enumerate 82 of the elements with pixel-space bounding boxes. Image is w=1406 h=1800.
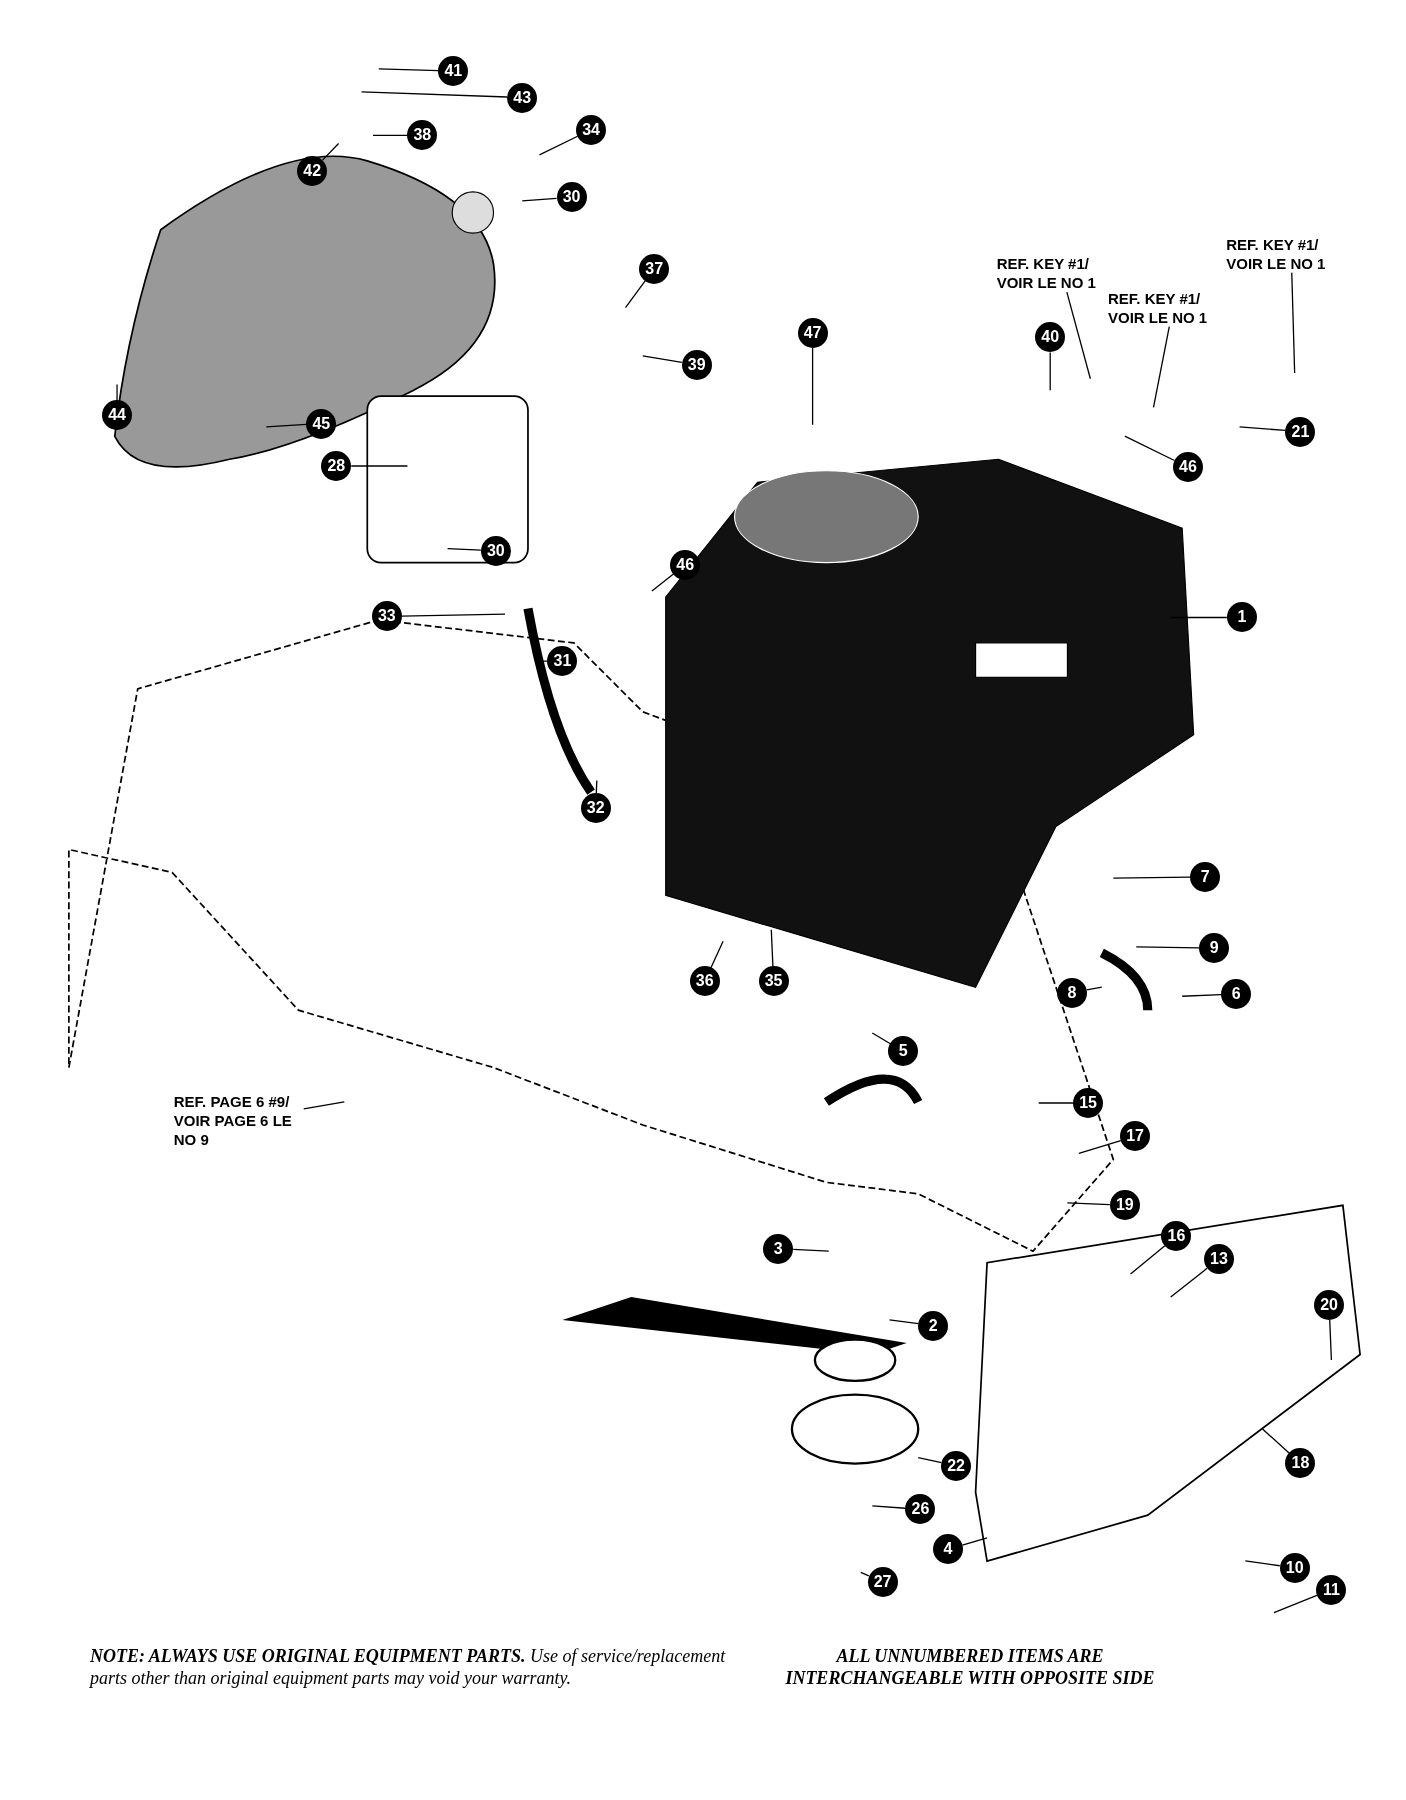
- callout-number: 39: [681, 350, 712, 380]
- reference-note: REF. PAGE 6 #9/ VOIR PAGE 6 LE NO 9: [173, 1091, 304, 1149]
- reference-note: REF. KEY #1/ VOIR LE NO 1: [1226, 234, 1357, 273]
- callout-number: 27: [867, 1566, 898, 1597]
- leader-line: [1086, 986, 1103, 991]
- leader-line: [360, 91, 508, 98]
- leader-line: [1170, 616, 1228, 619]
- leader-line: [303, 1101, 345, 1110]
- callout-number: 16: [1161, 1221, 1192, 1252]
- callout-number: 8: [1057, 977, 1087, 1008]
- callout-number: 7: [1190, 861, 1221, 892]
- callout-number: 10: [1279, 1552, 1310, 1583]
- leader-line: [521, 197, 558, 202]
- note-text: ALL UNNUMBERED ITEMS ARE INTERCHANGEABLE WITH OPPOSITE SIDE: [784, 1645, 1156, 1689]
- leader-line: [860, 1571, 870, 1577]
- callout-number: 37: [639, 253, 670, 284]
- leader-line: [1112, 876, 1191, 879]
- callout-number: 9: [1199, 933, 1230, 964]
- leader-line: [1244, 1560, 1281, 1567]
- leader-line: [321, 142, 340, 161]
- callout-number: 46: [1172, 452, 1203, 483]
- leader-line: [624, 280, 646, 309]
- leader-line: [595, 779, 598, 794]
- callout-number: 17: [1120, 1121, 1151, 1152]
- leader-line: [1124, 435, 1176, 462]
- callout-number: 40: [1035, 322, 1066, 353]
- leader-line: [1273, 1594, 1319, 1614]
- callout-number: 30: [556, 182, 587, 213]
- leader-line: [1261, 1428, 1290, 1454]
- callout-number: 1: [1226, 602, 1257, 633]
- leader-line: [888, 1319, 919, 1325]
- callout-number: 33: [371, 601, 402, 632]
- callout-number: 22: [941, 1450, 972, 1481]
- leader-line: [1129, 1245, 1166, 1275]
- callout-number: 4: [933, 1534, 964, 1565]
- leader-line: [871, 1505, 907, 1509]
- callout-number: 43: [507, 82, 538, 113]
- leader-line: [401, 613, 506, 617]
- callout-number: 38: [407, 120, 438, 151]
- leader-line: [1066, 291, 1091, 380]
- leader-line: [917, 1457, 943, 1464]
- leader-line: [651, 573, 675, 592]
- leader-line: [1078, 1140, 1122, 1155]
- callout-number: 41: [438, 56, 469, 87]
- leader-line: [265, 423, 308, 428]
- leader-line: [538, 135, 579, 156]
- callout-number: 21: [1285, 416, 1316, 447]
- leader-line: [710, 940, 724, 969]
- leader-line: [1291, 272, 1296, 374]
- callout-number: 6: [1221, 978, 1252, 1009]
- leader-line: [350, 465, 409, 467]
- callout-number: 11: [1316, 1574, 1347, 1605]
- leader-line: [871, 1032, 891, 1045]
- callout-number: 2: [918, 1310, 949, 1341]
- callout-number: 3: [763, 1233, 794, 1264]
- leader-line: [446, 548, 482, 551]
- leader-line: [1238, 426, 1287, 432]
- leader-line: [1181, 993, 1222, 997]
- leader-line: [116, 383, 118, 402]
- callout-number: 19: [1109, 1190, 1140, 1221]
- leader-line: [1038, 1102, 1074, 1104]
- leader-line: [1152, 325, 1170, 409]
- leader-line: [961, 1537, 988, 1546]
- leader-line: [1066, 1202, 1111, 1206]
- callout-number: 26: [905, 1494, 936, 1525]
- leader-line: [642, 355, 683, 364]
- leader-line: [1170, 1267, 1208, 1298]
- callout-number: 34: [576, 114, 607, 145]
- leader-line: [378, 68, 439, 72]
- leader-line: [811, 347, 814, 426]
- leader-line: [372, 134, 408, 137]
- callout-number: 46: [670, 549, 701, 580]
- callout-number: 44: [102, 400, 133, 431]
- callout-number: 28: [321, 451, 352, 481]
- leader-line: [792, 1248, 830, 1252]
- callout-number: 18: [1285, 1448, 1316, 1479]
- leader-line: [1135, 946, 1200, 949]
- leader-line: [1329, 1319, 1333, 1361]
- note-text: NOTE: ALWAYS USE ORIGINAL EQUIPMENT PARTS. Use of service/replacement parts other than original equipment parts may void your warranty.: [90, 1645, 727, 1689]
- leader-line: [1049, 351, 1051, 391]
- callout-number: 47: [797, 317, 828, 348]
- leader-line: [770, 929, 774, 967]
